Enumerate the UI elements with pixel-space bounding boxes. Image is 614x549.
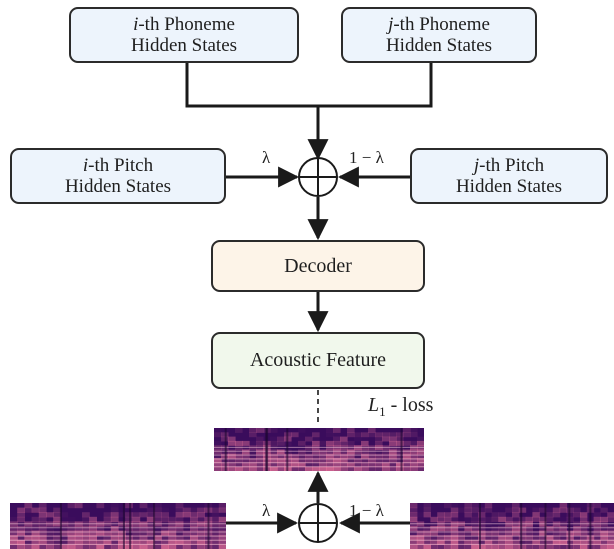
loss-subscript: 1 [379,404,386,419]
pitch-i-line2: Hidden States [64,176,172,197]
pitch-j-prefix: j [473,154,480,176]
loss-symbol: L [368,394,380,416]
pitch-j-box: j-th Pitch Hidden States [410,148,608,204]
phoneme-i-box: i-th Phoneme Hidden States [69,7,299,63]
phoneme-j-prefix: j [388,13,394,35]
mixed-spectrogram [214,428,424,471]
phoneme-merge-line [185,62,433,108]
spectrogram-j [410,503,614,549]
phoneme-i-line1: -th Phoneme [138,13,235,35]
pitch-i-prefix: i [82,154,89,176]
acoustic-feature-box: Acoustic Feature [211,332,425,389]
lambda-label-top: λ [262,148,271,167]
phoneme-i-prefix: i [133,13,139,35]
one-minus-lambda-label-top: 1 − λ [349,148,384,167]
pitch-j-line2: Hidden States [455,176,563,197]
lower-sum-node [298,503,338,543]
phoneme-j-line2: Hidden States [385,35,493,56]
pitch-j-line1: -th Pitch [479,154,545,176]
pitch-i-box: i-th Pitch Hidden States [10,148,226,204]
spectrogram-i [10,503,226,549]
l1-loss-label: L1 - loss [368,394,433,420]
one-minus-lambda-label-bottom: 1 − λ [349,501,384,520]
loss-text: - loss [385,394,434,416]
acoustic-feature-label: Acoustic Feature [249,349,387,372]
phoneme-i-line2: Hidden States [130,35,238,56]
decoder-box: Decoder [211,240,425,292]
decoder-label: Decoder [284,254,352,277]
upper-sum-node [298,157,338,197]
lambda-label-bottom: λ [262,501,271,520]
pitch-i-line1: -th Pitch [88,154,154,176]
phoneme-j-line1: -th Phoneme [393,13,490,35]
phoneme-j-box: j-th Phoneme Hidden States [341,7,537,63]
